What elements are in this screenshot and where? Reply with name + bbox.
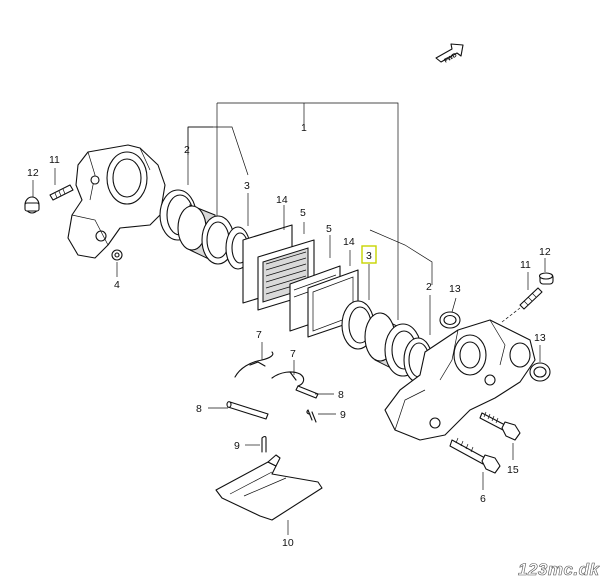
- callout-13-upper: 13: [449, 283, 461, 295]
- pad-pin-upper: [295, 385, 319, 399]
- leader-lines: [32, 126, 546, 535]
- upper-small-seal: [439, 311, 461, 329]
- pad-spring-upper: [234, 351, 274, 378]
- assembly-bracket-lines: [187, 102, 433, 320]
- callout-3-left: 3: [244, 180, 250, 192]
- callout-5-left: 5: [300, 207, 306, 219]
- callout-1: 1: [301, 122, 307, 134]
- callout-14-left: 14: [276, 194, 288, 206]
- callout-9-right: 9: [340, 409, 346, 421]
- callout-11-left: 11: [49, 154, 60, 166]
- callout-5-right: 5: [326, 223, 332, 235]
- right-bleeder-valve: [519, 287, 543, 310]
- right-caliper-body: [384, 319, 536, 441]
- mounting-bolt-15: [479, 411, 521, 441]
- left-washer: [111, 249, 123, 261]
- pad-clip-upper: [306, 409, 317, 423]
- left-piston: [177, 204, 235, 265]
- callout-3-right: 3: [366, 250, 372, 262]
- pad-cover-plate: [215, 454, 323, 521]
- callout-highlight: [361, 245, 377, 264]
- callout-7-upper: 7: [256, 329, 262, 341]
- callout-2-left: 2: [184, 144, 190, 156]
- pad-clip-lower: [261, 435, 267, 453]
- callout-12-left: 12: [27, 167, 39, 179]
- callout-14-right: 14: [343, 236, 355, 248]
- left-bleeder-valve: [49, 184, 74, 201]
- callout-13-lower: 13: [534, 332, 546, 344]
- callout-8-right: 8: [338, 389, 344, 401]
- fwd-arrow-icon: FWD: [435, 43, 464, 65]
- pad-spring-lower: [271, 371, 305, 387]
- callout-9-left: 9: [234, 440, 240, 452]
- callout-8-left: 8: [196, 403, 202, 415]
- callout-12-right: 12: [539, 246, 551, 258]
- callout-2-right: 2: [426, 281, 432, 293]
- callout-7-lower: 7: [290, 348, 296, 360]
- left-bleeder-cap: [24, 196, 40, 214]
- mounting-bolt-6: [449, 437, 501, 474]
- left-caliper-body: [67, 144, 166, 259]
- callout-11-right: 11: [520, 259, 531, 271]
- callout-15: 15: [507, 464, 519, 476]
- callout-labels: 1 2 3 14 5 5 14 3 2 12 11 4 12 11 13 13 …: [27, 122, 551, 549]
- callout-4: 4: [114, 279, 120, 291]
- lower-small-seal: [529, 362, 551, 382]
- callout-10: 10: [282, 537, 294, 549]
- pad-pin-lower: [226, 401, 269, 420]
- callout-6: 6: [480, 493, 486, 505]
- right-bleeder-cap: [538, 272, 554, 285]
- watermark: 123mc.dk: [518, 560, 600, 579]
